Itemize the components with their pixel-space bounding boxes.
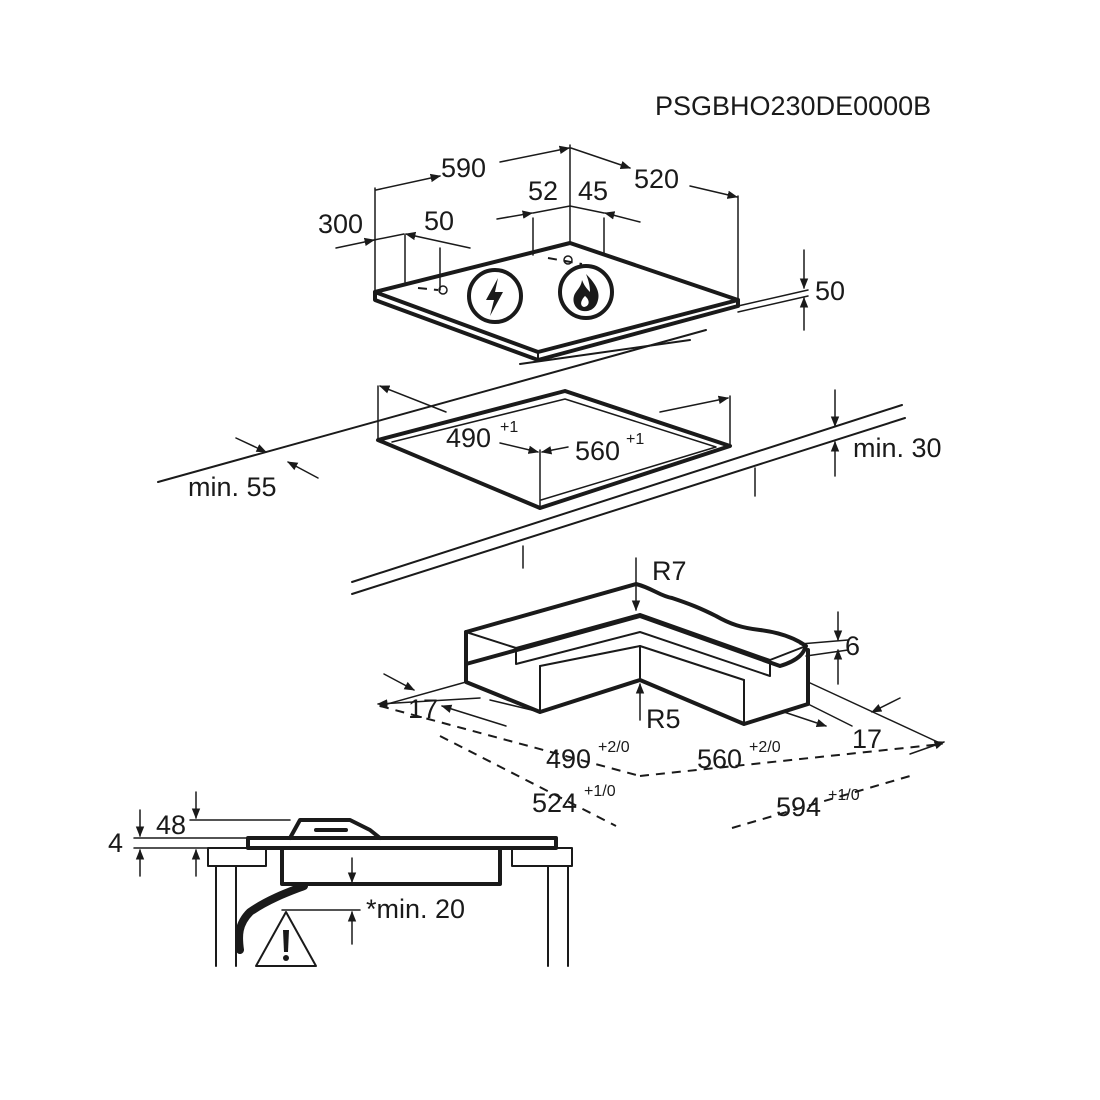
- dim-left-small: 50: [424, 206, 454, 236]
- dim-mid-a: 52: [528, 176, 558, 206]
- frame-rim-right: 17: [852, 724, 882, 754]
- dim-left-offset: 300: [318, 209, 363, 239]
- cutout-width: 490: [446, 423, 491, 453]
- frame-outer-depth: 594: [776, 792, 821, 822]
- worktop-cutout: 490 +1 560 +1 min. 55 min. 30: [157, 329, 942, 595]
- frame-radius-outer: R7: [652, 556, 687, 586]
- frame-radius-inner: R5: [646, 704, 681, 734]
- frame-outer-width: 524: [532, 788, 577, 818]
- warning-triangle-icon: [255, 911, 317, 967]
- cutout-min-back: min. 30: [853, 433, 942, 463]
- dim-right-height: 50: [815, 276, 845, 306]
- cutout-min-front: min. 55: [188, 472, 277, 502]
- frame-outer-width-tol: +1/0: [584, 783, 616, 800]
- frame-inner-depth-tol: +2/0: [749, 739, 781, 756]
- side-dim-small: 4: [108, 828, 123, 858]
- dim-width: 590: [441, 153, 486, 183]
- hob-top-view: 590 520 300 50 52 45 50: [318, 144, 845, 365]
- frame-inner-depth: 560: [697, 744, 742, 774]
- frame-depth: 6: [845, 631, 860, 661]
- frame-rim-left: 17: [408, 694, 438, 724]
- side-dim-height: 48: [156, 810, 186, 840]
- electric-icon: [467, 268, 523, 324]
- frame-inner-width: 490: [546, 744, 591, 774]
- cutout-depth-tol: +1: [626, 431, 644, 448]
- side-min-clearance: *min. 20: [366, 894, 465, 924]
- frame-detail: R7 R5 6 17 17 490 +2/0 560 +2/0 52: [376, 556, 945, 829]
- model-code: PSGBHO230DE0000B: [655, 91, 931, 121]
- dim-mid-b: 45: [578, 176, 608, 206]
- frame-outer-depth-tol: +1/0: [828, 787, 860, 804]
- cutout-depth: 560: [575, 436, 620, 466]
- dim-depth: 520: [634, 164, 679, 194]
- gas-flame-icon: [558, 264, 614, 320]
- frame-inner-width-tol: +2/0: [598, 739, 630, 756]
- side-section-view: *min. 20 4 48: [108, 791, 573, 967]
- cutout-width-tol: +1: [500, 419, 518, 436]
